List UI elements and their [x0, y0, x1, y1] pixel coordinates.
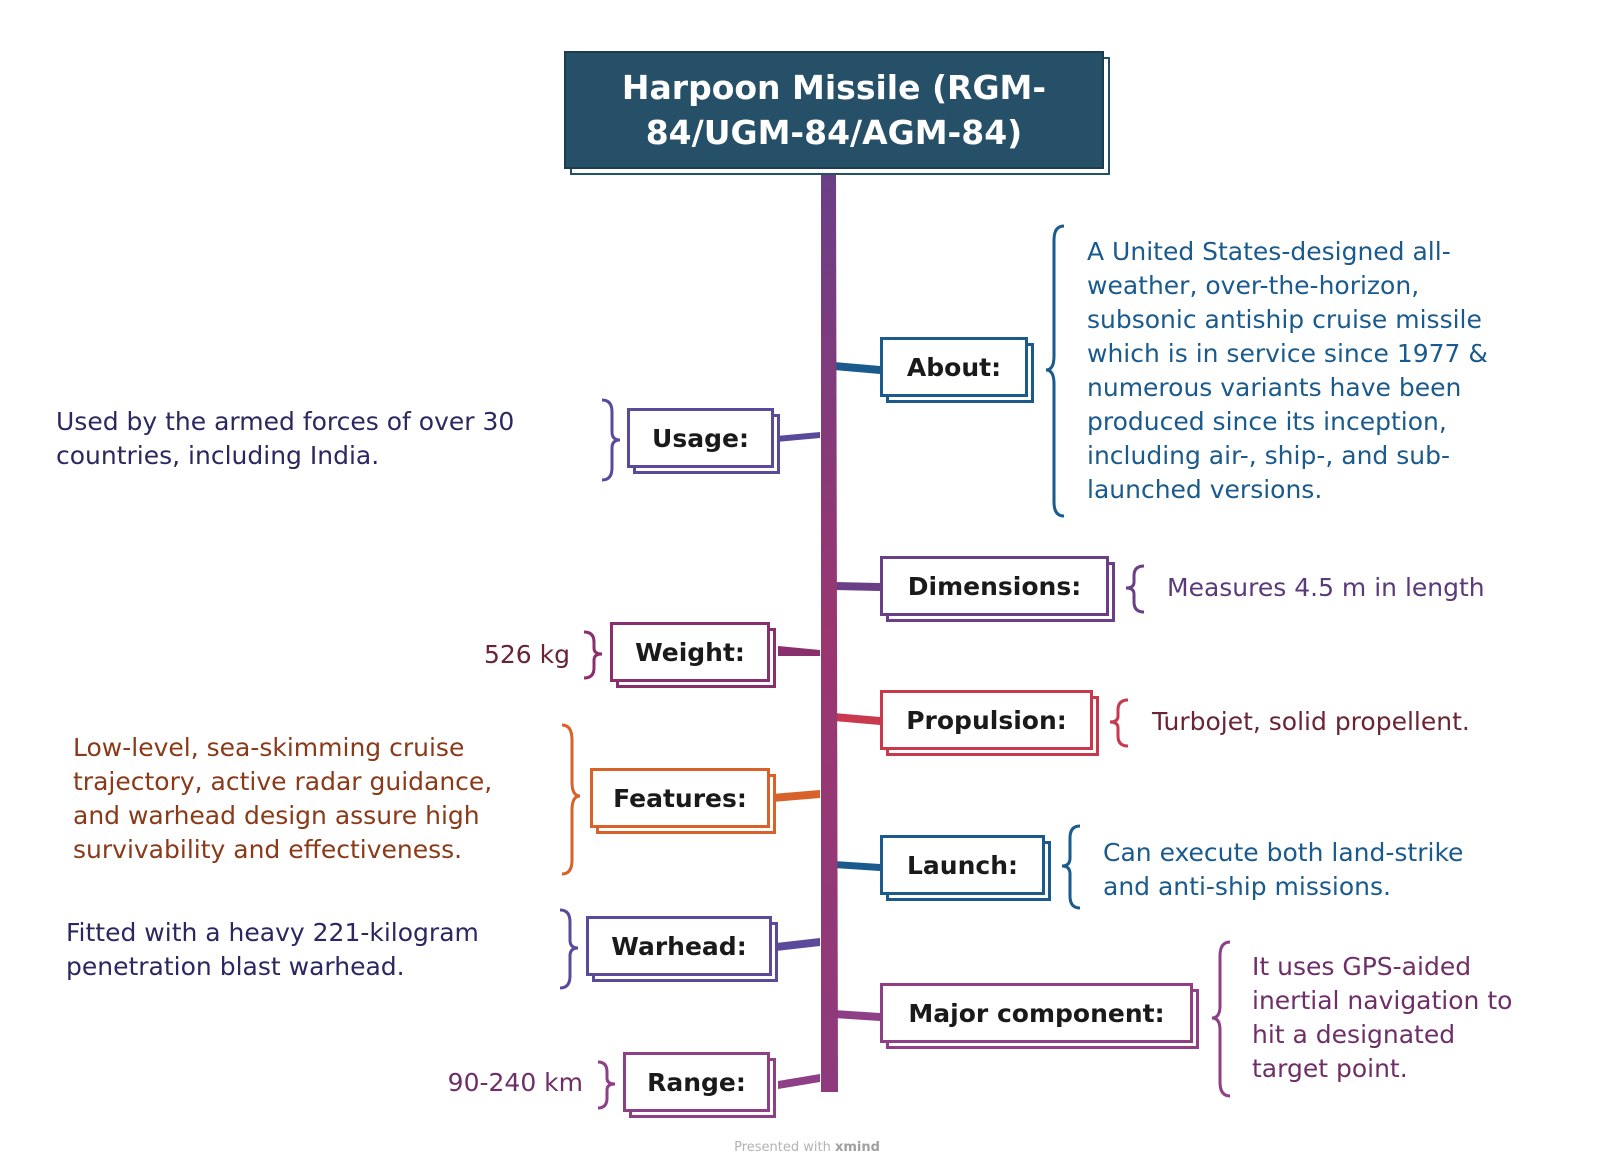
brace-warhead: [559, 908, 579, 990]
node-label: Major component:: [908, 998, 1165, 1028]
weight-text: 526 kg: [483, 640, 570, 669]
node-about[interactable]: About:: [880, 337, 1034, 403]
connector-dimensions: [834, 582, 880, 591]
range-text: 90-240 km: [447, 1068, 583, 1097]
connector-propulsion: [834, 713, 880, 725]
dimensions-text: Measures 4.5 m in length: [1167, 573, 1485, 602]
brace-propulsion: [1109, 698, 1129, 748]
connector-usage: [776, 432, 820, 442]
node-frame: [880, 835, 1045, 895]
presented-with-xmind: Presented with xmind: [727, 1140, 887, 1155]
central-topic-label: Harpoon Missile (RGM-84/UGM-84/AGM-84): [621, 68, 1047, 152]
brace-usage: [601, 398, 621, 482]
node-frame: [880, 983, 1193, 1043]
brace-dimensions: [1125, 564, 1145, 614]
brace-weight: [583, 630, 603, 680]
node-weight[interactable]: Weight:: [610, 622, 776, 688]
connector-major-component: [834, 1010, 880, 1021]
node-propulsion[interactable]: Propulsion:: [880, 690, 1099, 756]
node-frame: [586, 916, 772, 976]
node-dimensions[interactable]: Dimensions:: [880, 556, 1115, 622]
node-features[interactable]: Features:: [590, 768, 776, 834]
spine: [821, 175, 838, 1092]
brace-major-component: [1211, 940, 1231, 1098]
connector-features: [772, 790, 820, 802]
node-frame: [610, 622, 770, 682]
connector-about: [834, 362, 880, 374]
footer-brand: xmind: [834, 1140, 880, 1155]
node-label: Features:: [613, 783, 747, 813]
node-usage[interactable]: Usage:: [627, 408, 780, 474]
node-frame: [590, 768, 770, 828]
node-frame: [880, 337, 1028, 397]
node-label: Weight:: [635, 637, 745, 667]
node-major-component[interactable]: Major component:: [880, 983, 1199, 1049]
footer-prefix: Presented with: [734, 1140, 835, 1155]
node-label: Launch:: [906, 850, 1018, 880]
launch-text: Can execute both land-strike and anti-sh…: [1103, 838, 1464, 901]
connector-range: [778, 1074, 820, 1089]
node-frame: [623, 1052, 770, 1112]
brace-range: [597, 1060, 616, 1110]
node-label: Dimensions:: [907, 571, 1082, 601]
brace-features: [561, 723, 581, 876]
brace-launch: [1061, 824, 1081, 910]
node-label: Range:: [647, 1067, 746, 1097]
node-launch[interactable]: Launch:: [880, 835, 1051, 901]
warhead-text: Fitted with a heavy 221-kilogram penetra…: [66, 918, 479, 981]
central-topic[interactable]: Harpoon Missile (RGM-84/UGM-84/AGM-84): [564, 51, 1104, 169]
brace-about: [1045, 224, 1065, 518]
connector-launch: [834, 861, 880, 871]
node-frame: [627, 408, 774, 468]
about-text: A United States-designed all- weather, o…: [1087, 237, 1488, 504]
node-frame: [880, 690, 1093, 750]
node-label: Warhead:: [611, 931, 747, 961]
node-frame: [880, 556, 1109, 616]
connector-weight: [778, 646, 820, 656]
node-label: Usage:: [652, 423, 749, 453]
connector-warhead: [776, 938, 820, 951]
usage-text: Used by the armed forces of over 30 coun…: [56, 407, 515, 470]
node-range[interactable]: Range:: [623, 1052, 776, 1118]
features-text: Low-level, sea-skimming cruise trajector…: [73, 733, 493, 864]
major-component-text: It uses GPS-aided inertial navigation to…: [1252, 952, 1513, 1083]
node-warhead[interactable]: Warhead:: [586, 916, 778, 982]
node-label: About:: [906, 352, 1002, 382]
propulsion-text: Turbojet, solid propellent.: [1152, 707, 1470, 736]
node-label: Propulsion:: [906, 705, 1067, 735]
